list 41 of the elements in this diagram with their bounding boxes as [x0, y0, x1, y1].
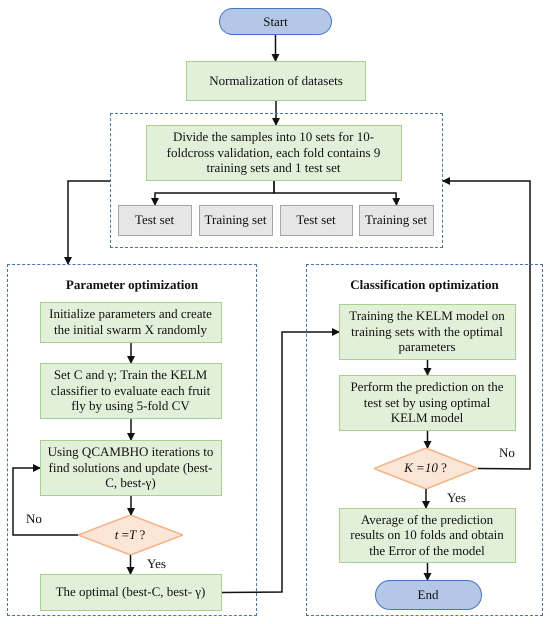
edge-label: No: [25, 512, 43, 526]
arrow: [273, 181, 400, 206]
dashed-group-box: [306, 264, 543, 616]
edge-label: Yes: [446, 491, 467, 506]
edge-label: Yes: [146, 557, 167, 572]
arrow: [272, 35, 280, 62]
data-set-box: Test set: [118, 204, 192, 236]
group-heading: Parameter optimization: [66, 277, 198, 293]
arrow: [64, 180, 110, 265]
process-box: Initialize parameters and create the initial swarm X randomly: [40, 302, 222, 342]
data-set-box: Training set: [198, 204, 272, 236]
arrow: [127, 343, 135, 364]
arrow: [272, 101, 280, 126]
process-box: Normalization of datasets: [186, 61, 366, 101]
arrow: [442, 177, 531, 470]
process-box: Perform the prediction on the test set by using optimal KELM model: [338, 374, 516, 430]
arrow: [424, 360, 432, 376]
decision-diamond: t =T ?: [78, 514, 182, 554]
dashed-group-box: [110, 113, 443, 248]
arrow: [127, 419, 135, 441]
process-box: Set C and γ; Train the KELM classifier to evaluate each fruit fly by using 5-fold CV: [40, 362, 222, 418]
process-box: Divide the samples into 10 sets for 10-foldcross validation, each fold contains 9 training sets and 1 test set: [146, 124, 402, 180]
arrow: [424, 431, 432, 449]
group-heading: Classification optimization: [350, 277, 499, 293]
decision-diamond: K =10 ?: [374, 448, 478, 488]
process-box: Average of the prediction results on 10 folds and obtain the Error of the model: [338, 508, 516, 562]
process-box: Training the KELM model on training sets with the optimal parameters: [338, 304, 516, 360]
arrow: [127, 496, 135, 516]
dashed-group-box: [7, 264, 257, 616]
data-set-box: Test set: [280, 204, 352, 236]
edge-label: No: [498, 446, 516, 460]
data-set-box: Training set: [358, 204, 434, 236]
process-box: The optimal (best-C, best- γ): [40, 574, 222, 610]
arrow: [222, 328, 340, 594]
arrow: [422, 489, 430, 509]
arrow: [424, 563, 432, 581]
arrow: [126, 555, 134, 575]
arrow: [12, 464, 78, 536]
end-terminal: End: [374, 580, 482, 610]
start-terminal: Start: [219, 8, 332, 35]
process-box: Using QCAMBHO iterations to find solutions and update (best-C, best-γ): [40, 440, 222, 496]
